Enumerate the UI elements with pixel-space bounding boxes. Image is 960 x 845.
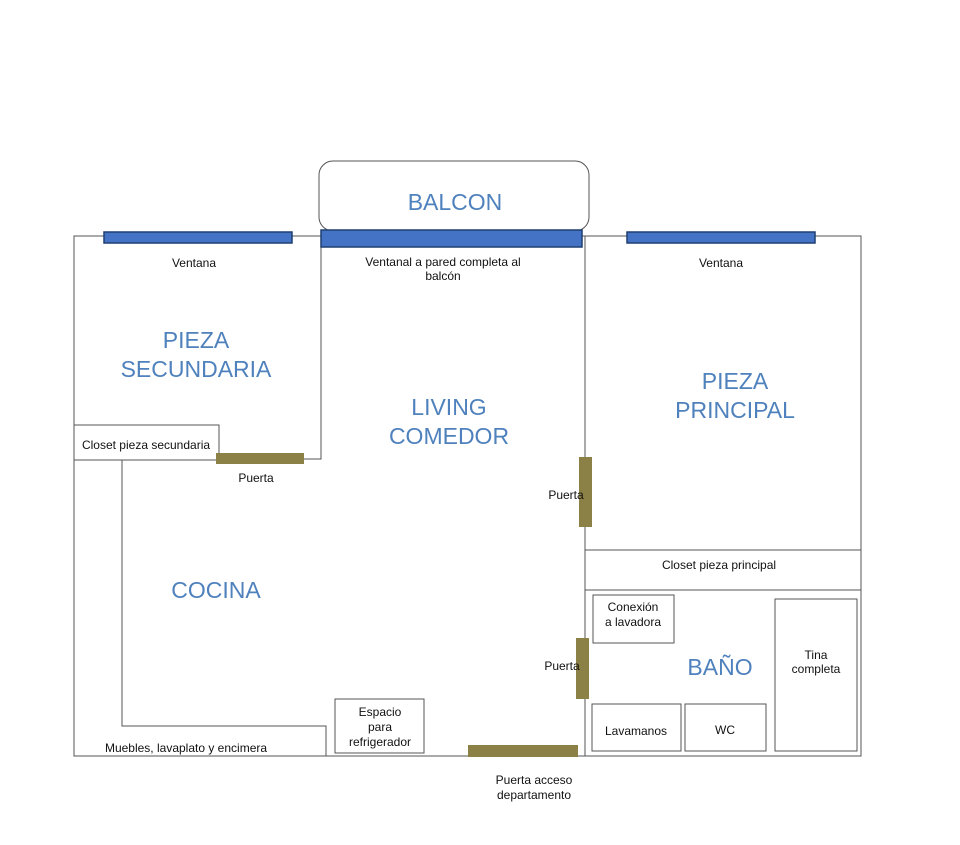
label-ventanal-2: balcón <box>425 269 460 283</box>
room-bano: BAÑO <box>687 654 752 680</box>
room-cocina: COCINA <box>171 577 261 603</box>
label-puerta-secundaria: Puerta <box>238 471 274 485</box>
label-closet-principal: Closet pieza principal <box>662 558 776 572</box>
window-ventanal <box>320 229 583 248</box>
label-closet-secundaria: Closet pieza secundaria <box>82 438 210 452</box>
label-puerta-acceso-1: Puerta acceso <box>496 773 573 787</box>
label-refrigerador-3: refrigerador <box>349 735 411 749</box>
closet-secundaria-box <box>73 424 220 461</box>
label-ventanal-1: Ventanal a pared completa al <box>365 255 520 269</box>
label-refrigerador-2: para <box>368 720 392 734</box>
label-conexion-1: Conexión <box>608 600 659 614</box>
room-pieza-secundaria-1: PIEZA <box>163 327 230 353</box>
room-pieza-principal-1: PIEZA <box>702 368 769 394</box>
label-refrigerador-1: Espacio <box>359 705 402 719</box>
room-pieza-principal-2: PRINCIPAL <box>675 397 795 423</box>
label-conexion-2: a lavadora <box>605 615 661 629</box>
wall-pieza-secundaria <box>304 236 322 460</box>
room-living-2: COMEDOR <box>389 423 509 449</box>
label-puerta-principal: Puerta <box>548 488 584 502</box>
conexion-lavadora-box <box>592 594 675 644</box>
label-muebles: Muebles, lavaplato y encimera <box>105 741 267 755</box>
window-right <box>626 231 816 244</box>
label-puerta-bano: Puerta <box>544 659 580 673</box>
label-lavamanos: Lavamanos <box>605 724 667 738</box>
wc-box <box>684 703 767 752</box>
door-bano <box>576 638 589 699</box>
tina-box <box>774 598 858 752</box>
door-acceso <box>468 745 578 757</box>
label-wc: WC <box>715 723 735 737</box>
door-pieza-principal <box>579 457 592 527</box>
refrigerador-box <box>334 698 425 754</box>
lavamanos-box <box>591 703 682 752</box>
label-tina-1: Tina <box>805 648 828 662</box>
window-left <box>103 231 293 244</box>
label-ventana-right: Ventana <box>699 256 743 270</box>
room-living-1: LIVING <box>411 394 486 420</box>
label-ventana-left: Ventana <box>172 256 216 270</box>
label-puerta-acceso-2: departamento <box>497 788 571 802</box>
door-pieza-secundaria <box>216 453 304 464</box>
cocina-counter <box>121 460 327 756</box>
label-tina-2: completa <box>792 662 841 676</box>
room-pieza-secundaria-2: SECUNDARIA <box>121 356 272 382</box>
room-balcon: BALCON <box>408 189 503 215</box>
